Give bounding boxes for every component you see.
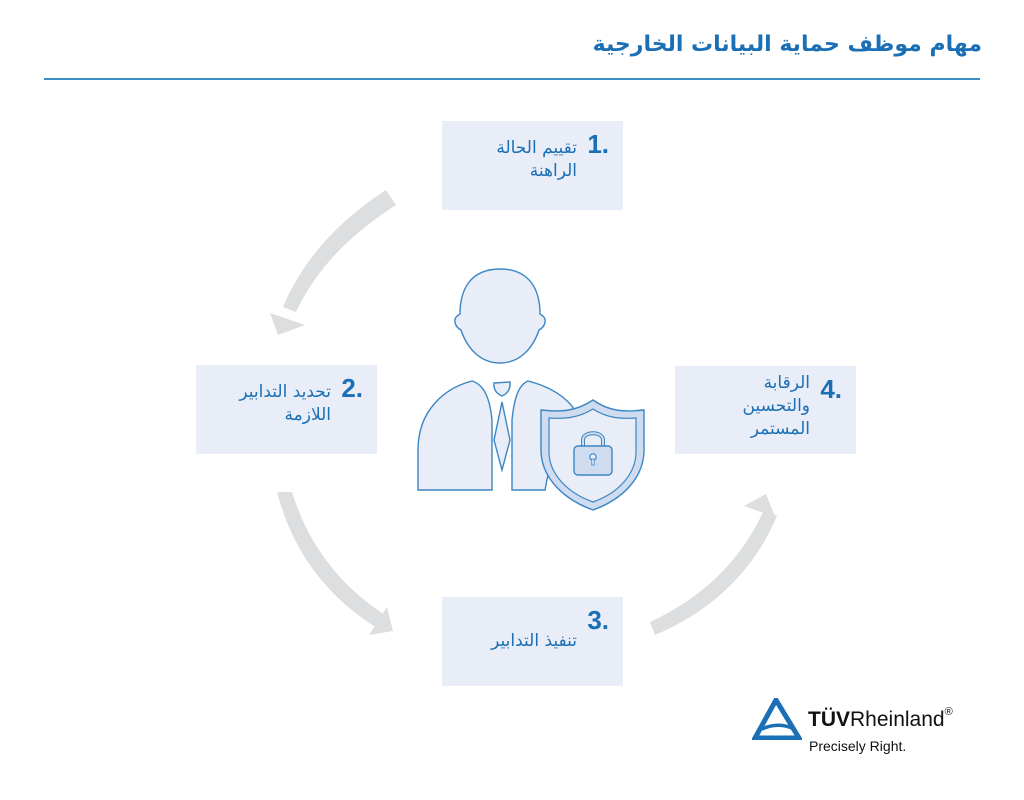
step-3-box: 3. تنفيذ التدابير xyxy=(442,597,623,686)
logo-brand-bold: TÜV xyxy=(808,708,850,731)
step-3-label: تنفيذ التدابير xyxy=(491,631,577,651)
page-title: مهام موظف حماية البيانات الخارجية xyxy=(592,32,982,57)
tuv-rheinland-logo: TÜVRheinland® Precisely Right. xyxy=(752,698,992,768)
step-1-number: 1. xyxy=(587,129,609,159)
logo-brand-regular: Rheinland xyxy=(850,708,945,731)
step-2-number: 2. xyxy=(341,373,363,403)
step-3-number: 3. xyxy=(587,605,609,635)
step-1-label: تقييم الحالة الراهنة xyxy=(496,138,577,181)
logo-wordmark: TÜVRheinland® xyxy=(808,706,953,732)
step-2-label: تحديد التدابير اللازمة xyxy=(239,382,331,425)
step-4-number: 4. xyxy=(820,374,842,404)
step-2-box: 2. تحديد التدابير اللازمة xyxy=(196,365,377,454)
arrow-step1-to-step2 xyxy=(270,190,396,335)
logo-registered-mark: ® xyxy=(944,706,953,718)
title-divider xyxy=(44,78,980,80)
step-4-label: الرقابة والتحسين المستمر xyxy=(742,373,810,439)
step-4-box: 4. الرقابة والتحسين المستمر xyxy=(675,366,856,454)
logo-tagline: Precisely Right. xyxy=(809,738,907,754)
step-1-box: 1. تقييم الحالة الراهنة xyxy=(442,121,623,210)
shield-lock-icon xyxy=(540,399,645,511)
arrow-step3-to-step4 xyxy=(650,494,777,635)
arrow-step2-to-step3 xyxy=(277,492,393,635)
tuv-triangle-icon xyxy=(752,698,802,740)
